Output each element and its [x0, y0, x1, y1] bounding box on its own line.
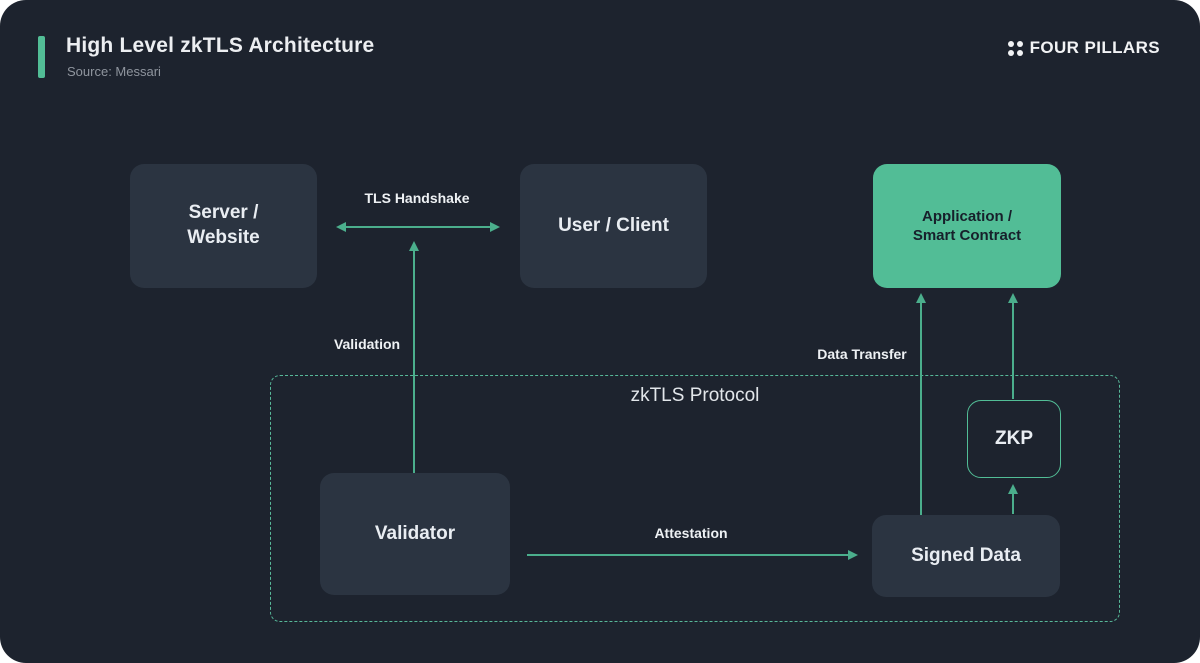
node-zkp: ZKP [967, 400, 1061, 478]
page-title: High Level zkTLS Architecture [66, 34, 375, 57]
tls-handshake-label: TLS Handshake [364, 190, 470, 206]
title-accent-bar [38, 36, 45, 78]
four-dots-icon [1007, 40, 1023, 56]
node-server-website: Server / Website [130, 164, 317, 288]
data-transfer-label: Data Transfer [817, 346, 907, 362]
zktls-protocol-container: zkTLS Protocol [270, 375, 1120, 622]
node-user-client: User / Client [520, 164, 707, 288]
node-validator: Validator [320, 473, 510, 595]
node-signed-data: Signed Data [872, 515, 1060, 597]
node-application-smart-contract: Application / Smart Contract [873, 164, 1061, 288]
attestation-label: Attestation [654, 525, 728, 541]
logo-text: FOUR PILLARS [1029, 38, 1160, 57]
zktls-protocol-label: zkTLS Protocol [630, 385, 760, 406]
four-pillars-logo: FOUR PILLARS [1007, 38, 1160, 58]
source-caption: Source: Messari [67, 64, 161, 79]
validation-label: Validation [333, 336, 401, 352]
